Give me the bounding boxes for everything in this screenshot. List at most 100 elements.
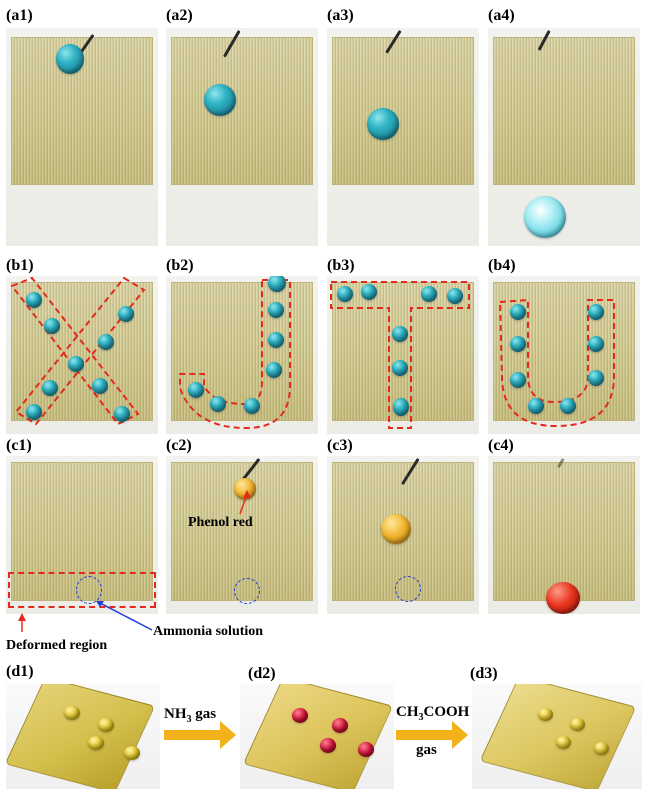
photo-a1 (6, 28, 158, 246)
cooh-text: COOH (423, 704, 470, 720)
photo-b1 (6, 276, 158, 434)
blue-droplet (44, 318, 60, 334)
gas-text: gas (191, 706, 217, 722)
panel-label-b3: (b3) (327, 257, 355, 274)
blue-droplet (26, 292, 42, 308)
arrow-nh3-head (220, 721, 236, 749)
crimson-droplet (358, 742, 374, 757)
crimson-droplet (292, 708, 308, 723)
blue-droplet (588, 336, 604, 352)
ammonia-circle (234, 578, 260, 604)
panel-label-a1: (a1) (6, 7, 33, 24)
nh3-text: NH (164, 706, 187, 722)
fiber-card (492, 462, 636, 602)
yellow-droplet (88, 736, 104, 750)
blue-droplet (510, 336, 526, 352)
t-outline (330, 281, 470, 429)
panel-label-d1: (d1) (6, 663, 34, 680)
blue-droplet (560, 398, 576, 414)
blue-droplet (98, 334, 114, 350)
photo-d1 (6, 684, 160, 789)
photo-c3 (327, 456, 479, 614)
photo-d3 (472, 684, 642, 789)
blue-droplet (114, 406, 130, 422)
blue-droplet (510, 372, 526, 388)
gel-slab (6, 684, 156, 789)
fiber-card (492, 36, 636, 185)
fallen-droplet (524, 196, 566, 238)
panel-label-d3: (d3) (470, 665, 498, 682)
ch3cooh-label: CH3COOH (396, 704, 469, 723)
yellow-droplet (570, 718, 585, 731)
x-outline (10, 276, 146, 426)
panel-label-c3: (c3) (327, 437, 353, 454)
blue-droplet (210, 396, 226, 412)
photo-b3 (327, 276, 479, 434)
photo-c2 (166, 456, 318, 614)
ammonia-circle (76, 576, 102, 604)
panel-label-c2: (c2) (166, 437, 192, 454)
panel-label-a2: (a2) (166, 7, 193, 24)
yellow-droplet (64, 706, 80, 720)
ammonia-solution-label: Ammonia solution (153, 624, 264, 639)
photo-d2 (240, 684, 394, 789)
deformed-region-box (8, 572, 156, 608)
panel-label-a3: (a3) (327, 7, 354, 24)
yellow-droplet (556, 736, 571, 749)
photo-b2 (166, 276, 318, 434)
photo-a3 (327, 28, 479, 246)
panel-label-b4: (b4) (488, 257, 516, 274)
red-droplet (546, 582, 580, 614)
phenol-red-droplet (234, 478, 256, 500)
panel-label-b1: (b1) (6, 257, 34, 274)
deformed-region-label: Deformed region (6, 638, 108, 653)
blue-droplet (588, 370, 604, 386)
photo-a2 (166, 28, 318, 246)
ch-text: CH (396, 704, 419, 720)
blue-droplet (510, 304, 526, 320)
blue-droplet (337, 286, 353, 302)
nh3-gas-label: NH3 gas (164, 706, 216, 725)
yellow-droplet (124, 746, 140, 760)
crimson-droplet (320, 738, 336, 753)
j-outline (179, 279, 291, 430)
blue-droplet (118, 306, 134, 322)
blue-droplet (392, 326, 408, 342)
phenol-red-droplet (381, 514, 411, 544)
blue-droplet (266, 362, 282, 378)
blue-droplet (92, 378, 108, 394)
phenol-red-label: Phenol red (188, 515, 253, 530)
blue-droplet (26, 404, 42, 420)
blue-droplet (447, 288, 463, 304)
ammonia-circle (395, 576, 421, 602)
photo-b4 (488, 276, 640, 434)
blue-droplet (367, 108, 399, 140)
blue-droplet (244, 398, 260, 414)
yellow-droplet (594, 742, 609, 755)
blue-droplet (268, 332, 284, 348)
blue-droplet (421, 286, 437, 302)
panel-label-d2: (d2) (248, 665, 276, 682)
blue-droplet (528, 398, 544, 414)
yellow-droplet (538, 708, 553, 721)
ch3cooh-gas-label: gas (416, 742, 437, 758)
fiber-card (170, 36, 314, 185)
blue-droplet (392, 360, 408, 376)
blue-droplet (56, 44, 84, 74)
blue-droplet (68, 356, 84, 372)
blue-droplet (188, 382, 204, 398)
blue-droplet (268, 302, 284, 318)
blue-droplet (361, 284, 377, 300)
arrow-ch3cooh-body (396, 730, 454, 740)
nh3-subscript: 3 (186, 714, 192, 725)
ch3-subscript: 3 (418, 712, 424, 723)
gel-slab (242, 684, 394, 789)
crimson-droplet (332, 718, 348, 733)
fiber-card (331, 282, 475, 422)
arrow-nh3-body (164, 730, 222, 740)
blue-droplet (588, 304, 604, 320)
blue-droplet (393, 398, 409, 416)
photo-a4 (488, 28, 640, 246)
photo-c4 (488, 456, 640, 614)
yellow-droplet (98, 718, 114, 732)
